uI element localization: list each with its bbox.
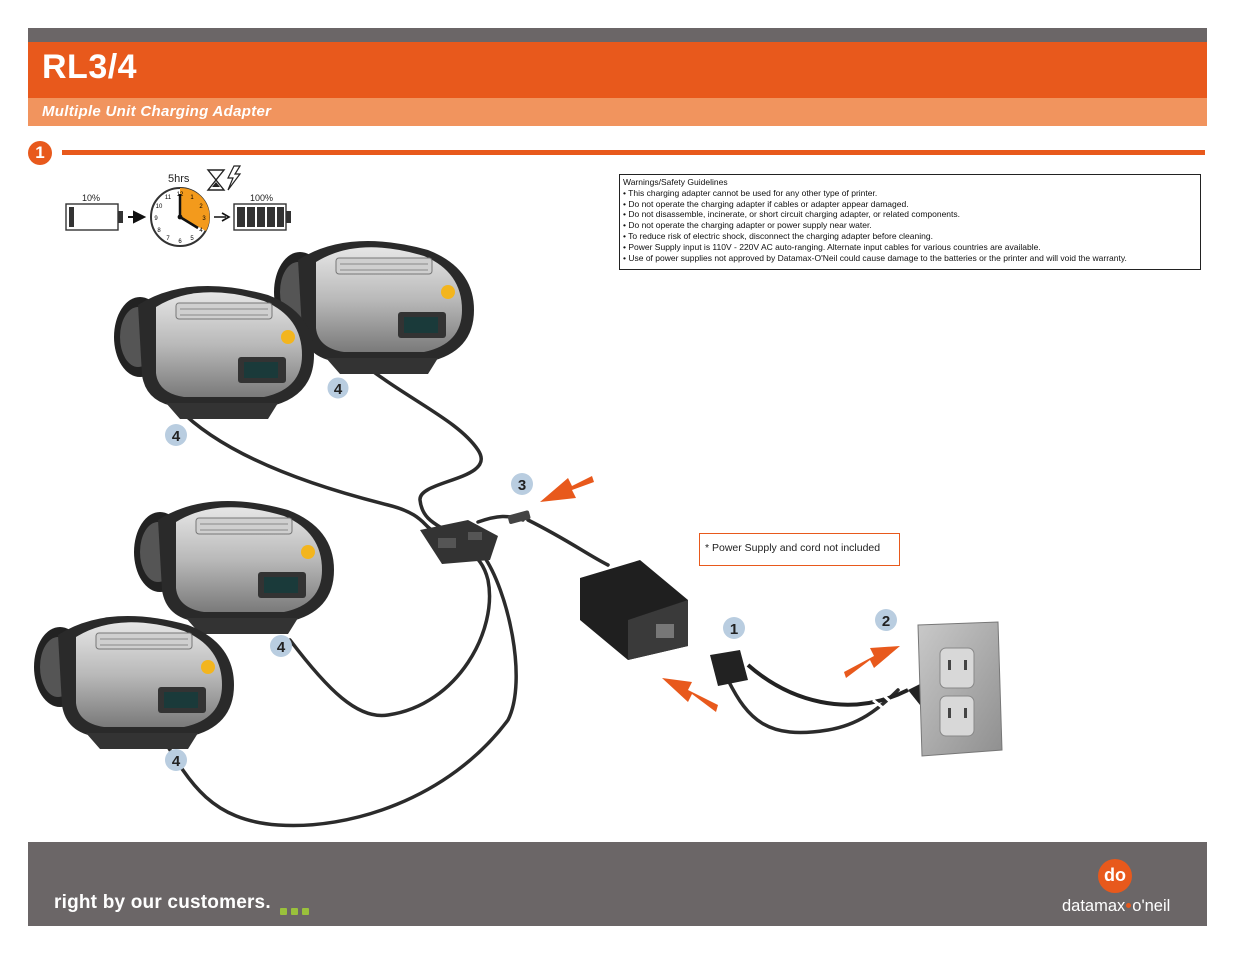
printer-unit bbox=[33, 615, 235, 750]
brand-name: datamax o'neil bbox=[1062, 897, 1170, 916]
dot-icon bbox=[302, 908, 309, 915]
clock-number: 7 bbox=[166, 236, 170, 242]
footer-slogan: right by our customers. bbox=[54, 892, 271, 913]
battery-empty-icon: 10% bbox=[65, 193, 123, 231]
svg-text:4: 4 bbox=[172, 753, 181, 770]
page-subtitle: Multiple Unit Charging Adapter bbox=[42, 103, 272, 120]
arrow-right-icon bbox=[128, 210, 147, 224]
warning-item: • This charging adapter cannot be used f… bbox=[623, 187, 878, 198]
callout-2: 2 bbox=[875, 609, 897, 631]
svg-text:4: 4 bbox=[277, 639, 286, 656]
subtitle-bar: Multiple Unit Charging Adapter bbox=[28, 98, 1207, 126]
clock-number: 3 bbox=[202, 216, 206, 222]
charging-diagram: 10% 12 1 2 3 4 5 6 7 8 9 10 11 5hrs bbox=[33, 165, 1003, 828]
warning-item: • Use of power supplies not approved by … bbox=[623, 252, 1127, 263]
power-cord-icon bbox=[710, 650, 940, 714]
clock-number: 8 bbox=[157, 228, 161, 234]
dc-plug-icon bbox=[507, 510, 531, 524]
warning-item: • Do not operate the charging adapter or… bbox=[623, 220, 872, 231]
step-divider bbox=[62, 150, 1205, 155]
svg-text:1: 1 bbox=[730, 621, 738, 638]
clock-number: 2 bbox=[199, 204, 203, 210]
orange-arrow-icon bbox=[662, 678, 718, 712]
lightning-icon bbox=[227, 165, 242, 191]
warnings-box: Warnings/Safety Guidelines • This chargi… bbox=[619, 174, 1201, 270]
callout-3: 3 bbox=[511, 473, 533, 495]
clock-number: 12 bbox=[177, 192, 184, 198]
svg-text:2: 2 bbox=[882, 613, 890, 630]
warnings-list: • This charging adapter cannot be used f… bbox=[623, 188, 1197, 264]
arrow-right-icon bbox=[214, 212, 231, 222]
clock-number: 11 bbox=[165, 195, 172, 201]
svg-text:4: 4 bbox=[172, 428, 181, 445]
charging-cables bbox=[156, 358, 900, 828]
callout-4: 4 bbox=[165, 424, 187, 446]
warning-item: • Do not disassemble, incinerate, or sho… bbox=[623, 209, 961, 220]
brand-logo-icon: do bbox=[1098, 859, 1132, 893]
clock-icon: 12 1 2 3 4 5 6 7 8 9 10 11 bbox=[150, 187, 210, 247]
orange-arrow-icon bbox=[844, 646, 900, 678]
clock-number: 9 bbox=[154, 216, 158, 222]
hourglass-icon bbox=[206, 169, 226, 191]
svg-text:4: 4 bbox=[334, 381, 343, 398]
power-supply-icon bbox=[580, 560, 688, 660]
battery-end-label: 100% bbox=[250, 193, 273, 203]
printer-unit bbox=[113, 285, 315, 420]
clock-number: 10 bbox=[156, 204, 163, 210]
warning-item: • To reduce risk of electric shock, disc… bbox=[623, 230, 933, 241]
page-title: RL3/4 bbox=[42, 48, 138, 86]
warnings-title: Warnings/Safety Guidelines bbox=[623, 177, 728, 187]
header-top-strip bbox=[28, 28, 1207, 42]
charging-hub-icon bbox=[420, 520, 498, 564]
step-number-badge: 1 bbox=[28, 141, 52, 165]
warning-item: • Do not operate the charging adapter if… bbox=[623, 198, 909, 209]
svg-text:3: 3 bbox=[518, 477, 526, 494]
warning-item: • Power Supply input is 110V - 220V AC a… bbox=[623, 241, 1041, 252]
callout-4: 4 bbox=[270, 635, 292, 657]
battery-start-label: 10% bbox=[82, 193, 100, 203]
clock-number: 4 bbox=[199, 228, 203, 234]
callout-1: 1 bbox=[723, 617, 745, 639]
callout-4: 4 bbox=[165, 749, 187, 771]
brand-separator-icon bbox=[1126, 903, 1132, 909]
callout-4: 4 bbox=[326, 376, 350, 400]
charge-duration-label: 5hrs bbox=[168, 173, 190, 185]
battery-full-icon: 100% bbox=[233, 193, 291, 231]
power-supply-note: * Power Supply and cord not included bbox=[699, 533, 900, 566]
clock-number: 5 bbox=[190, 236, 194, 242]
clock-number: 1 bbox=[190, 195, 194, 201]
brand-name-part: o'neil bbox=[1132, 897, 1171, 915]
footer-bar: right by our customers. do datamax o'neil bbox=[28, 842, 1207, 926]
orange-arrow-icon bbox=[540, 476, 594, 502]
clock-number: 6 bbox=[178, 239, 182, 245]
brand-name-part: datamax bbox=[1062, 897, 1126, 915]
printer-unit bbox=[133, 500, 335, 635]
dot-icon bbox=[280, 908, 287, 915]
dot-icon bbox=[291, 908, 298, 915]
title-bar: RL3/4 bbox=[28, 42, 1207, 98]
slogan-dots bbox=[280, 902, 313, 920]
wall-outlet-icon bbox=[917, 621, 1003, 757]
